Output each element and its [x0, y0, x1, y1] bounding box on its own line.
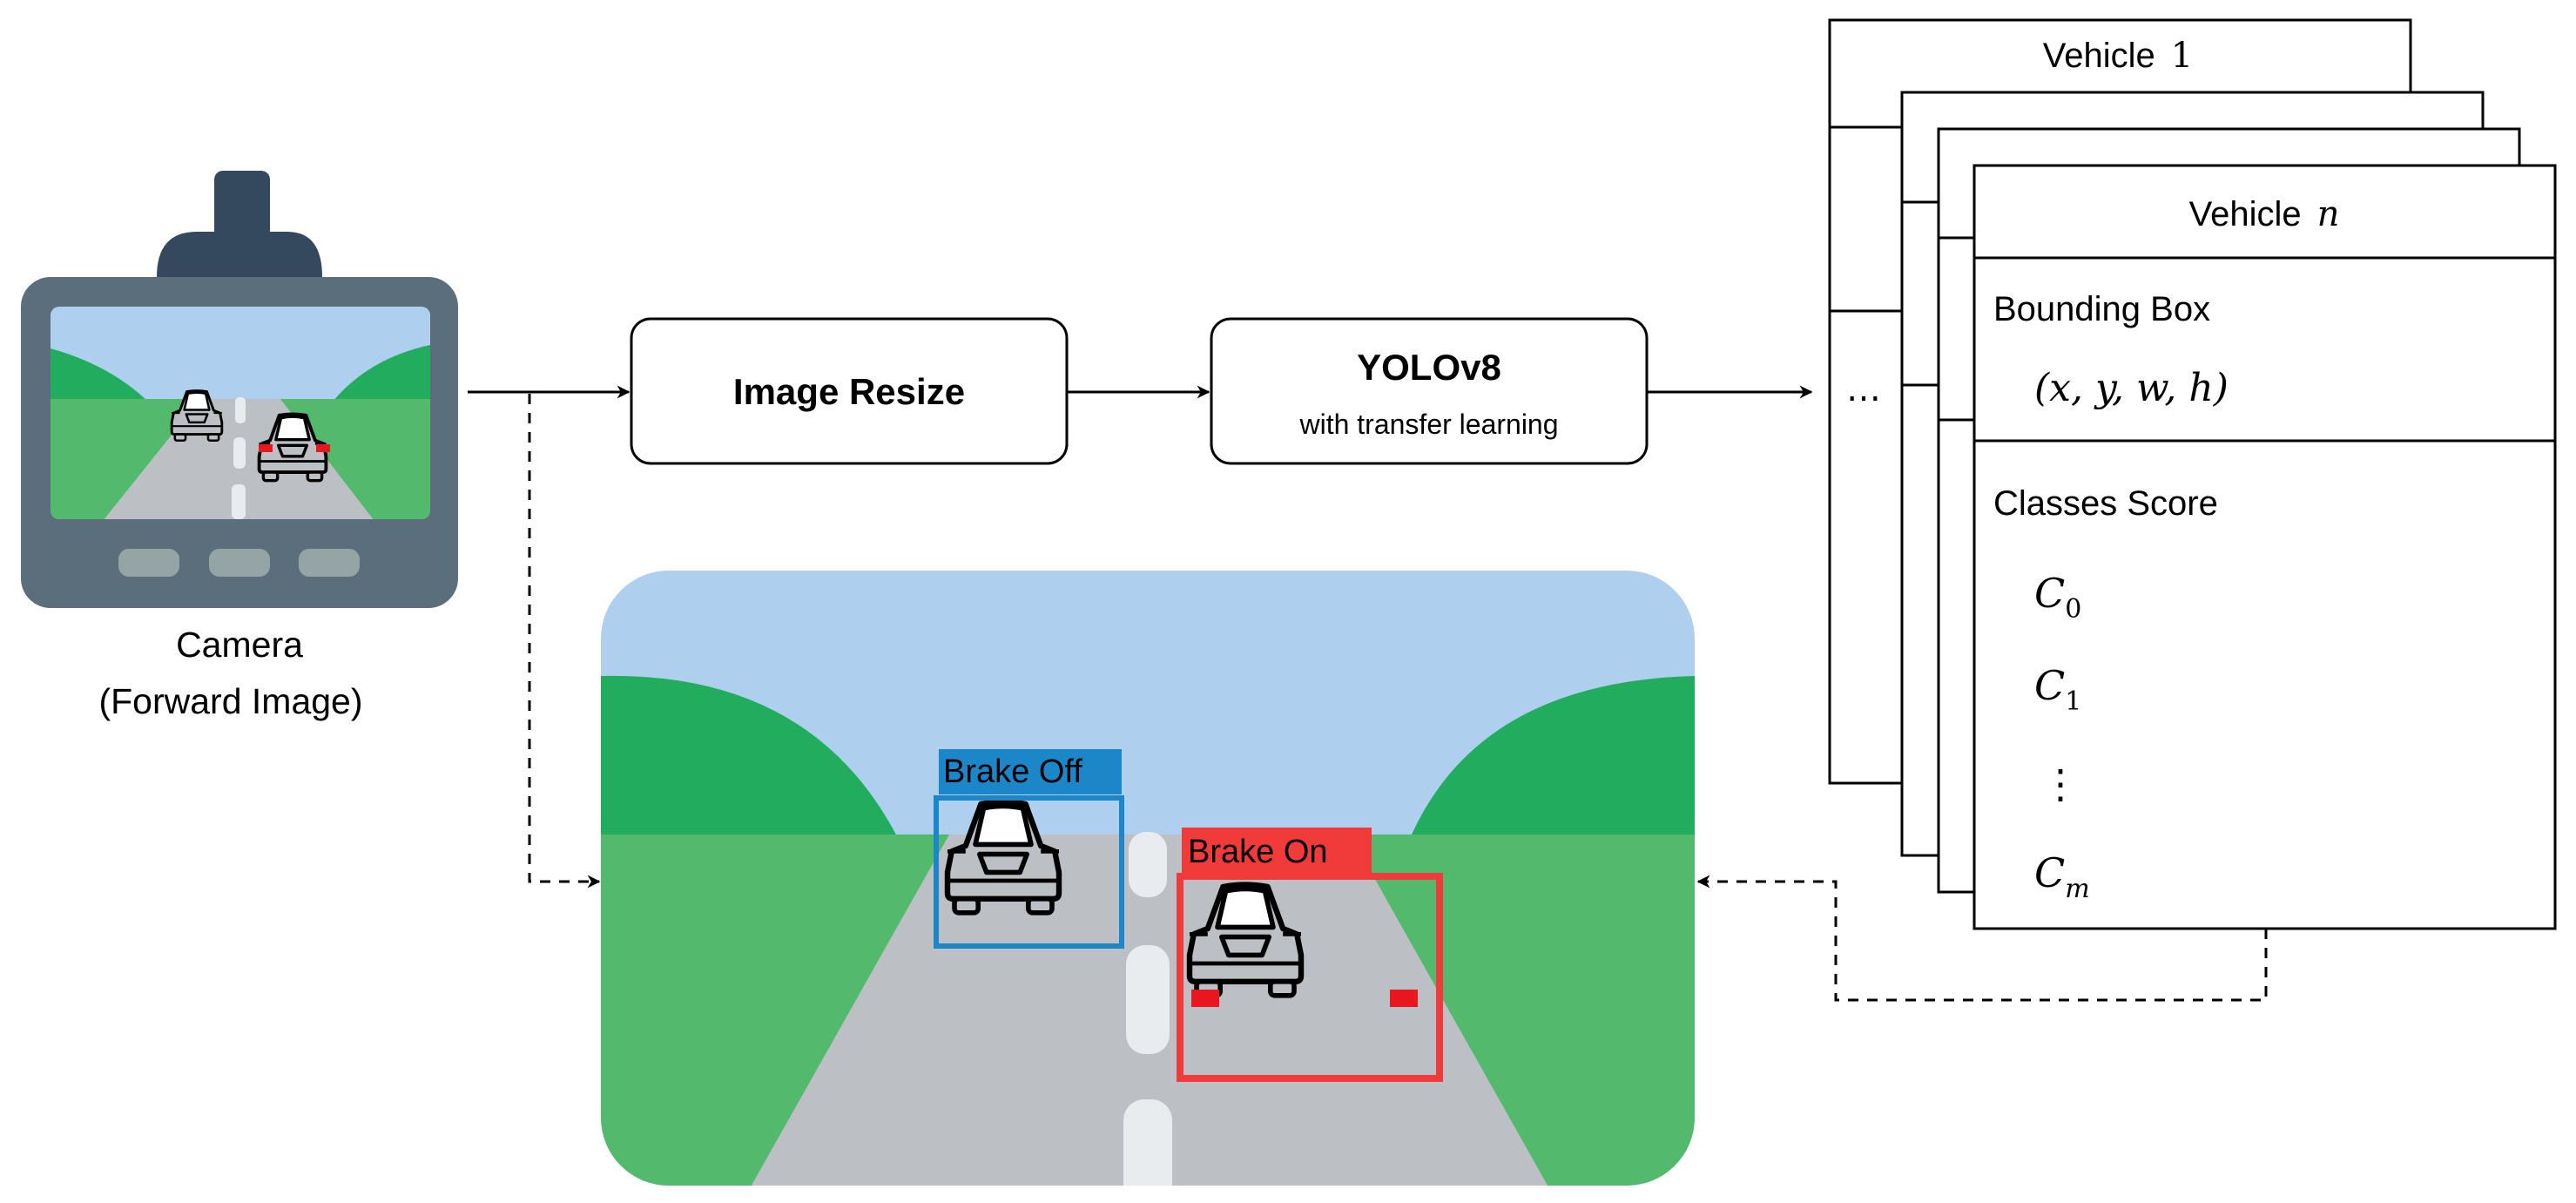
class-c1: C1: [2034, 662, 2081, 717]
camera-caption-line1: Camera: [176, 625, 303, 665]
yolo-sublabel: with transfer learning: [1298, 409, 1558, 440]
brake-on-label: Brake On: [1188, 834, 1328, 870]
class-c0: C0: [2034, 570, 2081, 625]
bounding-box-heading: Bounding Box: [1993, 290, 2210, 328]
vehicle-card-n: [1972, 164, 2557, 930]
image-resize-box: [630, 317, 1069, 465]
connectors: [468, 385, 2268, 1002]
output-to-scene-dashed-arrow: [1696, 875, 2268, 1002]
detection-brake-off: Brake Off: [934, 749, 1124, 949]
classes-vertical-ellipsis: ⋮: [2040, 760, 2080, 808]
camera-to-scene-dashed-arrow: [528, 394, 601, 889]
more-vehicles-ellipsis: ⋯: [1846, 378, 1881, 418]
bounding-box-formula: (x, y, w, h): [2034, 366, 2229, 410]
detection-brake-on: Brake On: [1177, 828, 1443, 1082]
yolo-box: [1210, 317, 1649, 465]
brake-off-label: Brake Off: [943, 754, 1082, 790]
yolo-label: YOLOv8: [1357, 347, 1501, 388]
class-cm: Cm: [2034, 849, 2090, 904]
vehicle-card-stack: [1828, 18, 2557, 930]
dashcam-icon: [21, 171, 458, 608]
classes-score-heading: Classes Score: [1993, 484, 2218, 523]
image-resize-label: Image Resize: [733, 371, 965, 412]
camera-caption-line2: (Forward Image): [98, 681, 362, 721]
detection-scene: [601, 571, 1695, 1186]
